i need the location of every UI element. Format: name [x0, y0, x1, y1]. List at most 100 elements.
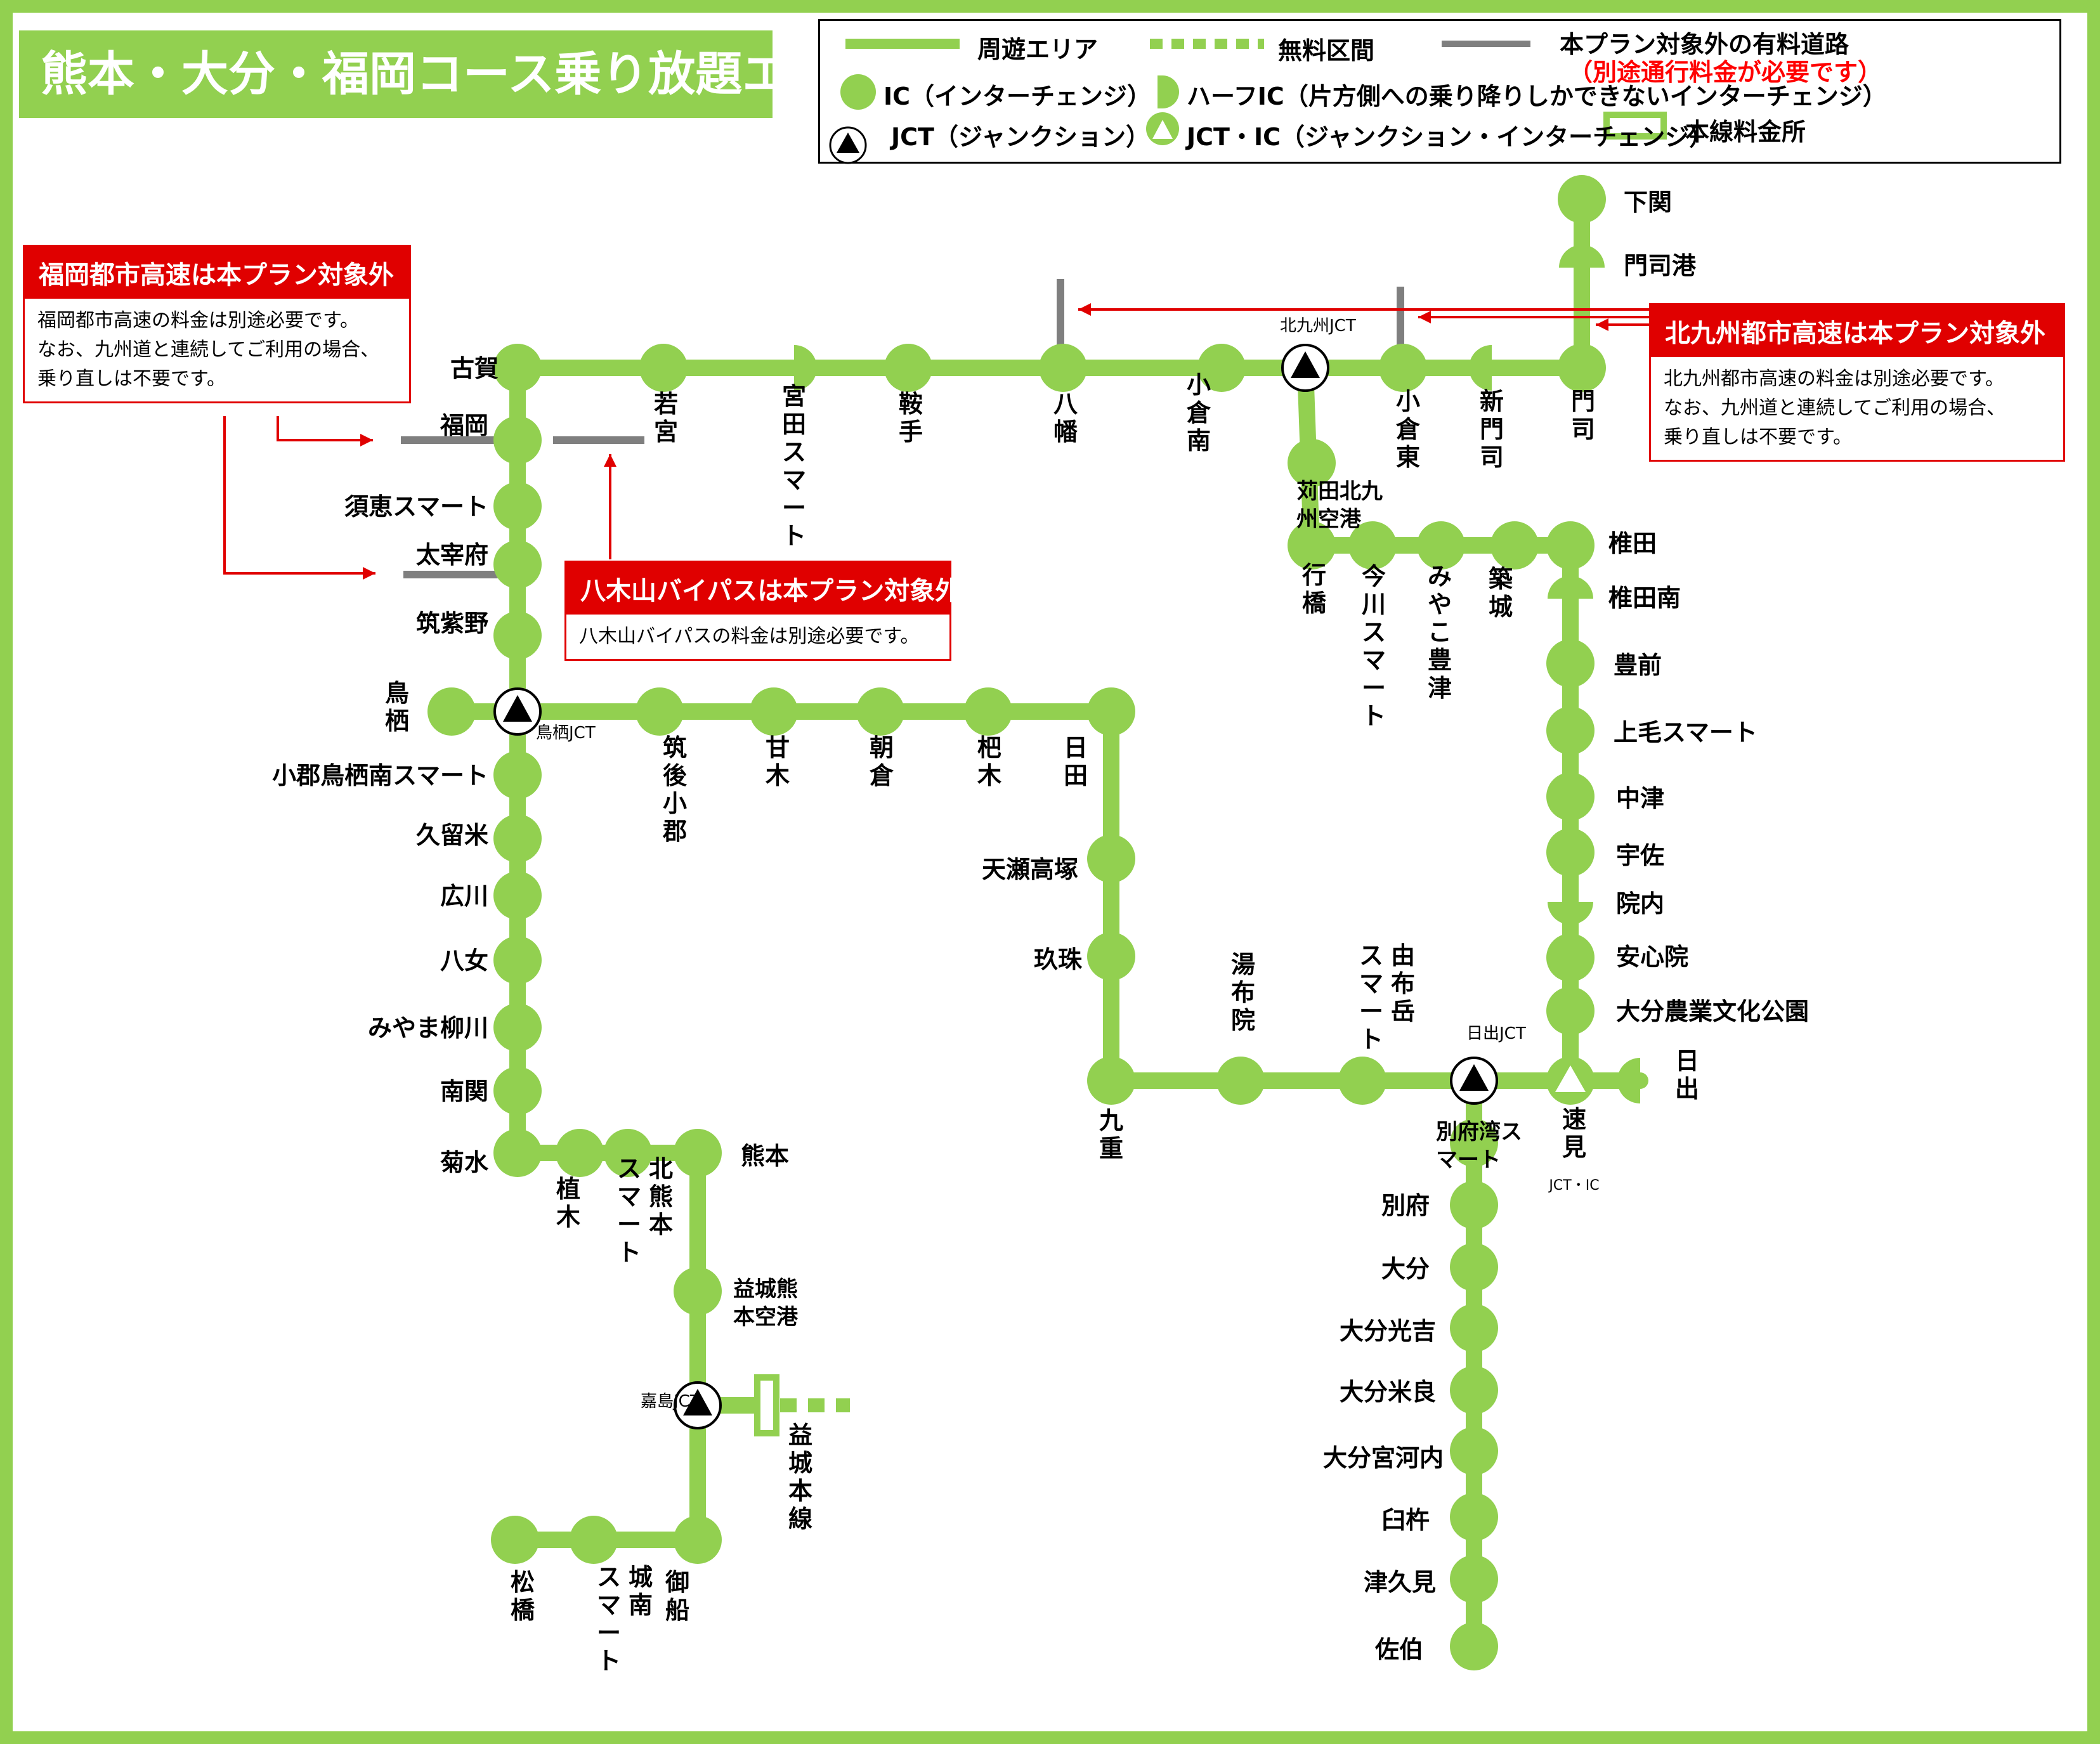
station-kurate-marker: [884, 344, 932, 392]
station-innai-label: 院内: [1616, 890, 1664, 918]
station-ueki-label: 植木: [556, 1175, 580, 1231]
note-arrowhead-2: [604, 454, 616, 467]
station-shiida-marker: [1546, 521, 1595, 569]
station-wakamiya-label: 若宮: [654, 390, 678, 446]
station-yame-label: 八女: [440, 947, 488, 975]
station-kurume-marker: [493, 814, 542, 862]
station-shiida-label: 椎田: [1608, 530, 1657, 557]
note-kitakyushu-title: 北九州都市高速は本プラン対象外: [1651, 305, 2063, 357]
station-miyakotoyotsu-label: みやこ豊津: [1428, 563, 1452, 702]
legend-toll-label: 本線料金所: [1685, 118, 1806, 146]
station-usa-label: 宇佐: [1616, 842, 1664, 869]
station-usuki-label: 臼杵: [1381, 1506, 1430, 1534]
station-kikusui-label: 菊水: [440, 1149, 489, 1176]
station-kokurahigashi-marker: [1379, 344, 1427, 392]
station-kashima-label: 嘉島JCT: [641, 1392, 700, 1411]
station-jonan-label: 城南スマート: [597, 1563, 653, 1675]
station-usuki-marker: [1450, 1493, 1498, 1541]
station-chikugo-label: 筑後小郡: [662, 734, 688, 845]
station-mifune-marker: [674, 1516, 722, 1564]
station-yufudake-label: 由布岳スマート: [1359, 942, 1415, 1053]
station-moji-label: 門司: [1571, 387, 1595, 443]
station-yukuhashi-marker: [1288, 521, 1336, 569]
route-line-1: [443, 703, 1648, 1089]
page-title: 熊本・大分・福岡コース乗り放題エリア: [19, 30, 883, 118]
station-mera-marker: [1450, 1366, 1498, 1414]
station-miyakawachi-marker: [1450, 1427, 1498, 1475]
station-kumamoto-label: 熊本: [741, 1142, 789, 1170]
station-shiidaminami-label: 椎田南: [1608, 584, 1681, 612]
station-tosu-label: 鳥栖: [385, 679, 409, 735]
station-yame-marker: [493, 936, 542, 984]
legend-jctic-label: JCT・IC（ジャンクション・インターチェンジ）: [1187, 123, 1714, 151]
legend-jct-label: JCT（ジャンクション）: [891, 123, 1151, 151]
station-miyata-label: 宮田スマート: [782, 382, 806, 550]
station-ogoori-label: 小郡鳥栖南スマート: [272, 762, 488, 790]
station-buzen-label: 豊前: [1614, 651, 1662, 679]
station-buzen-marker: [1546, 639, 1595, 687]
legend-half-ic-icon: [1158, 75, 1179, 108]
legend-tour-area-label: 周遊エリア: [977, 36, 1099, 63]
station-yufuin-marker: [1216, 1057, 1265, 1105]
station-beppuwan-label: 別府湾スマート: [1436, 1119, 1522, 1173]
station-mojiko-marker: [1559, 245, 1605, 268]
station-beppu-marker: [1450, 1181, 1498, 1229]
station-markers: [427, 175, 1640, 1670]
legend-symbols: [829, 39, 1667, 164]
station-miyakawachi-label: 大分宮河内: [1323, 1444, 1444, 1472]
station-beppu-label: 別府: [1381, 1192, 1430, 1220]
station-saiki-marker: [1450, 1622, 1498, 1670]
station-kurume-label: 久留米: [416, 821, 488, 849]
station-chikujo-label: 築城: [1489, 565, 1513, 621]
station-koga-label: 古賀: [450, 355, 499, 382]
station-sue-label: 須恵スマート: [344, 493, 488, 521]
station-miyama-label: みやま柳川: [368, 1014, 488, 1042]
station-imagawa-marker: [1348, 521, 1397, 569]
station-ogoori-marker: [493, 751, 542, 799]
station-nogyo-marker: [1546, 987, 1595, 1035]
station-yahata-label: 八幡: [1053, 390, 1078, 446]
station-kouge-marker: [1546, 706, 1595, 755]
station-hiji-marker: [1617, 1058, 1640, 1103]
station-mera-label: 大分米良: [1340, 1378, 1436, 1406]
station-kokurahigashi-label: 小倉東: [1395, 387, 1421, 471]
station-asakura-marker: [856, 687, 904, 736]
note-arrowhead-0: [360, 434, 373, 446]
station-hita-marker: [1087, 687, 1135, 736]
station-mitsuyoshi-label: 大分光吉: [1340, 1317, 1436, 1345]
station-tsukumi-label: 津久見: [1364, 1568, 1436, 1596]
station-nakatsu-label: 中津: [1616, 784, 1664, 812]
station-moji-marker: [1558, 344, 1606, 392]
station-amagase-marker: [1087, 835, 1135, 883]
station-hita-label: 日田: [1064, 734, 1088, 790]
station-shinmoji-marker: [1469, 345, 1492, 391]
station-matsubase-marker: [491, 1516, 539, 1564]
station-yufuin-label: 湯布院: [1231, 951, 1255, 1034]
legend-half-ic-label: ハーフIC（片方側への乗り降りしかできないインターチェンジ）: [1187, 82, 1887, 110]
station-usa-marker: [1546, 828, 1595, 876]
station-tosujct-label: 鳥栖JCT: [536, 724, 596, 743]
note-yagiyama-body: 八木山バイパスの料金は別途必要です。: [579, 625, 920, 647]
route-lines: [443, 191, 1648, 1655]
station-hayami-label: 速見: [1562, 1105, 1586, 1161]
station-fukuoka-marker: [493, 416, 542, 464]
legend-free-section-label: 無料区間: [1278, 37, 1375, 65]
station-innai-marker: [1548, 902, 1593, 925]
station-labels: 古賀福岡須恵スマート太宰府筑紫野鳥栖鳥栖JCT小郡鳥栖南スマート久留米広川八女み…: [272, 188, 1809, 1675]
station-oita-marker: [1450, 1243, 1498, 1291]
station-chikujo-marker: [1490, 521, 1539, 569]
station-mashikitoll-marker: [754, 1374, 779, 1436]
note-kitakyushu-body: 北九州都市高速の料金は別途必要です。 なお、九州道と連続してご利用の場合、 乗り…: [1664, 368, 2006, 448]
station-dazaifu-marker: [493, 540, 542, 589]
station-hirokawa-label: 広川: [440, 882, 488, 910]
station-yufudake-marker: [1338, 1057, 1386, 1105]
station-kitakyushujct-marker: [1281, 344, 1329, 392]
station-chikushino-label: 筑紫野: [416, 609, 488, 637]
station-mashiki-label: 益城熊本空港: [733, 1277, 799, 1330]
station-chikugo-marker: [636, 687, 684, 736]
note-fukuoka-body: 福岡都市高速の料金は別途必要です。 なお、九州道と連続してご利用の場合、 乗り直…: [37, 309, 380, 390]
station-beppuwan-marker: [1450, 1119, 1498, 1167]
station-yahata-marker: [1039, 344, 1087, 392]
station-shinmoji-label: 新門司: [1480, 387, 1504, 471]
route-line-2: [509, 191, 1590, 376]
